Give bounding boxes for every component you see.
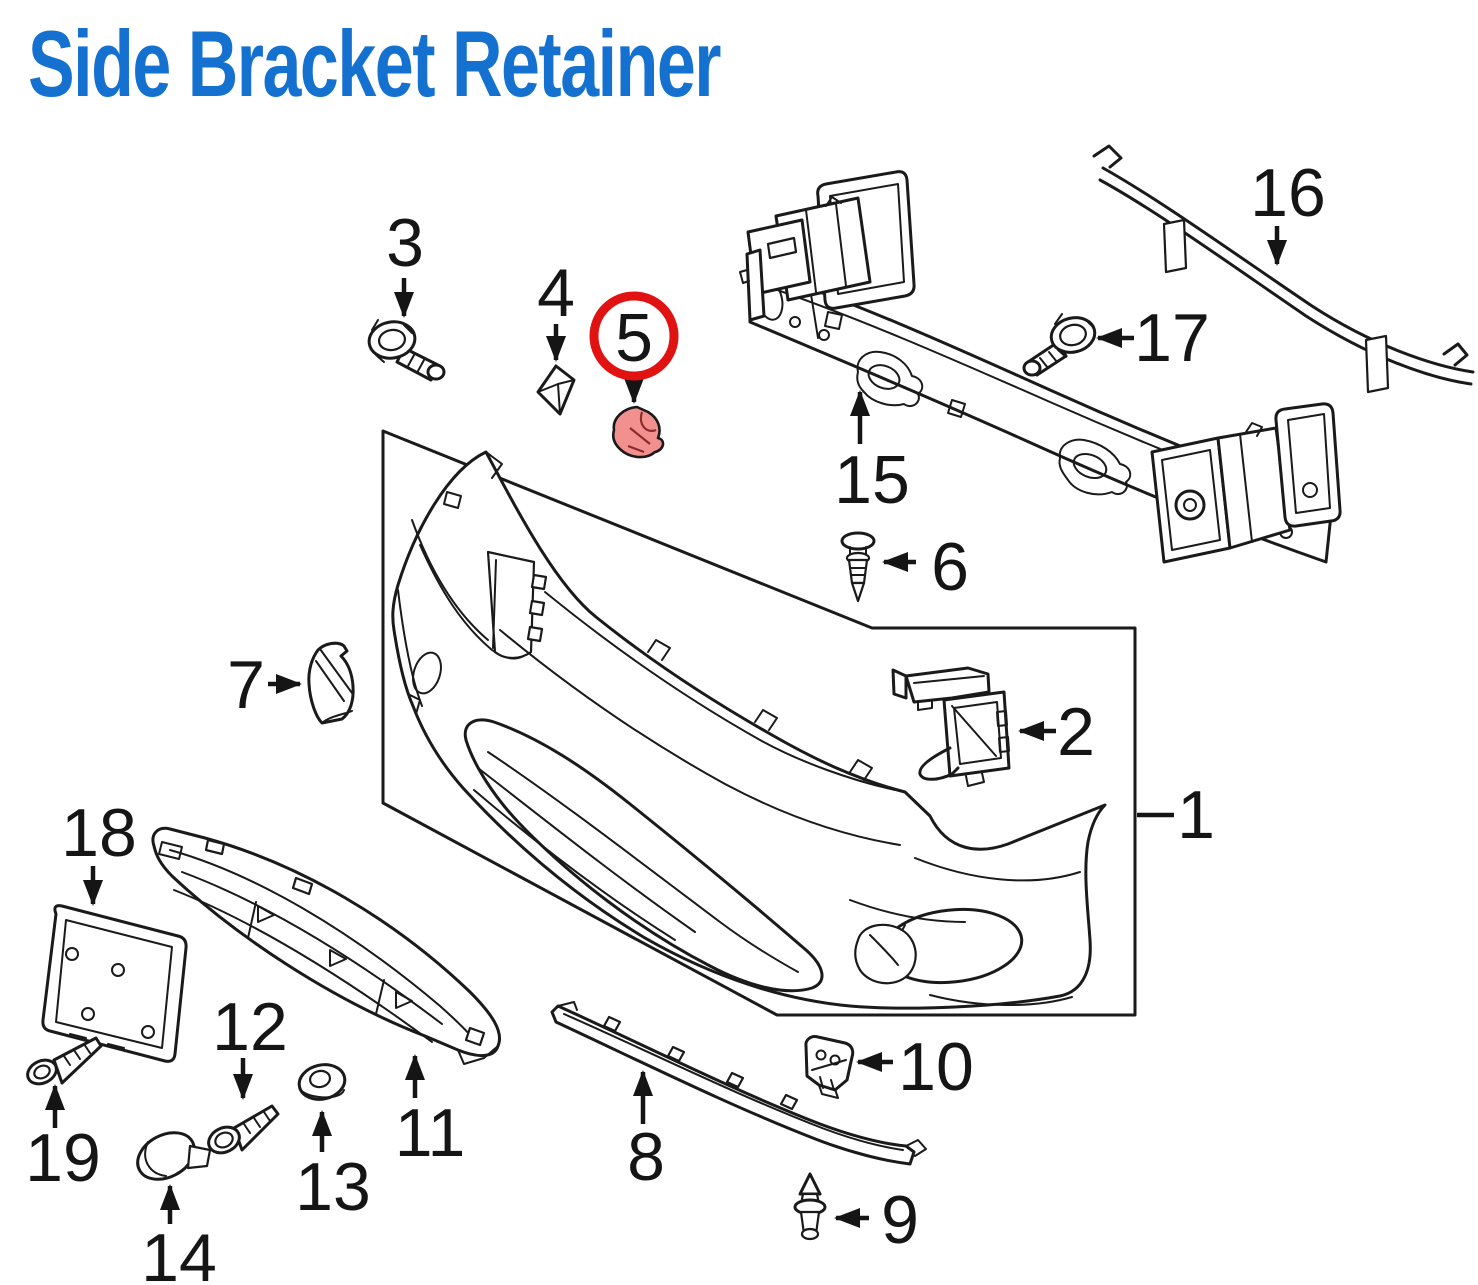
part-19-drawing bbox=[26, 1036, 103, 1086]
part-label-13: 13 bbox=[295, 1149, 371, 1225]
part-10-drawing bbox=[804, 1035, 855, 1099]
part-18-drawing bbox=[41, 904, 188, 1063]
part-label-10: 10 bbox=[898, 1029, 974, 1105]
part-label-19: 19 bbox=[25, 1120, 101, 1196]
part-label-9: 9 bbox=[881, 1182, 919, 1258]
part-14-drawing bbox=[136, 1131, 212, 1181]
part-label-11: 11 bbox=[395, 1095, 466, 1171]
part-16-drawing bbox=[1092, 144, 1475, 394]
part-label-6: 6 bbox=[931, 529, 969, 605]
callouts: 1 2 3 4 5 6 7 8 9 10 11 12 13 14 15 16 1… bbox=[25, 155, 1326, 1285]
part-label-12: 12 bbox=[212, 989, 288, 1065]
part-label-4: 4 bbox=[537, 255, 575, 331]
part-label-7: 7 bbox=[227, 647, 265, 723]
part-5-drawing bbox=[611, 405, 665, 459]
retainer-highlight-shape bbox=[611, 405, 665, 459]
part-4-drawing bbox=[536, 364, 576, 416]
part-17-drawing bbox=[1022, 313, 1097, 377]
part-label-3: 3 bbox=[386, 205, 424, 281]
part-15-drawing bbox=[739, 170, 1342, 564]
part-6-drawing bbox=[840, 531, 876, 603]
part-label-16: 16 bbox=[1250, 155, 1326, 231]
part-label-14: 14 bbox=[141, 1220, 217, 1285]
part-8-drawing bbox=[550, 1001, 927, 1166]
part-11-drawing bbox=[151, 826, 501, 1065]
part-label-1: 1 bbox=[1177, 777, 1215, 853]
part-label-8: 8 bbox=[627, 1119, 665, 1195]
part-1-bumper-drawing bbox=[391, 450, 1107, 1010]
highlight-circle bbox=[589, 291, 679, 381]
part-label-5: 5 bbox=[615, 300, 653, 376]
page-title: Side Bracket Retainer bbox=[28, 11, 721, 116]
part-2-drawing bbox=[891, 666, 1011, 787]
part-label-15: 15 bbox=[834, 442, 910, 518]
part-label-17: 17 bbox=[1134, 300, 1210, 376]
part-13-drawing bbox=[297, 1063, 347, 1101]
part-label-2: 2 bbox=[1057, 694, 1095, 770]
part-9-drawing bbox=[793, 1172, 827, 1241]
part-label-18: 18 bbox=[61, 795, 137, 871]
part-3-drawing bbox=[367, 319, 446, 382]
part-12-drawing bbox=[207, 1104, 280, 1155]
part-7-drawing bbox=[307, 641, 355, 725]
